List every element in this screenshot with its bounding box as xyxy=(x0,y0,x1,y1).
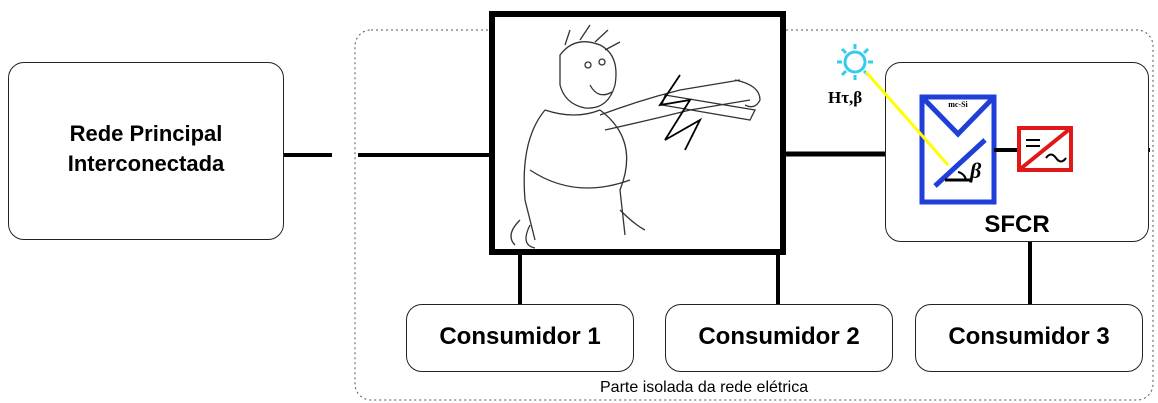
island-region xyxy=(354,29,1154,401)
main-grid-line2: Interconectada xyxy=(67,151,225,176)
sun-ray xyxy=(864,71,950,166)
island-caption: Parte isolada da rede elétrica xyxy=(600,379,809,396)
main-grid-box: Rede Principal Interconectada xyxy=(8,62,284,240)
consumer-box-1: Consumidor 1 xyxy=(406,304,634,372)
consumer-box-2: Consumidor 2 xyxy=(665,304,893,372)
main-grid-line1: Rede Principal xyxy=(69,121,223,146)
consumer-box-3: Consumidor 3 xyxy=(915,304,1143,372)
inverter-icon xyxy=(1017,126,1073,172)
consumer-label-2: Consumidor 2 xyxy=(698,323,860,350)
electrician-sketch xyxy=(510,24,761,249)
sfcr-label: SFCR xyxy=(984,211,1050,238)
pv-module-type: mc-Si xyxy=(948,100,968,109)
beta-angle-label: β xyxy=(970,158,982,183)
main-grid-title: Rede Principal Interconectada xyxy=(9,119,283,179)
consumer-label-3: Consumidor 3 xyxy=(948,323,1110,350)
irradiance-label: Hτ,β xyxy=(828,88,863,107)
consumer-label-1: Consumidor 1 xyxy=(439,323,601,350)
fault-illustration-box xyxy=(489,11,786,255)
